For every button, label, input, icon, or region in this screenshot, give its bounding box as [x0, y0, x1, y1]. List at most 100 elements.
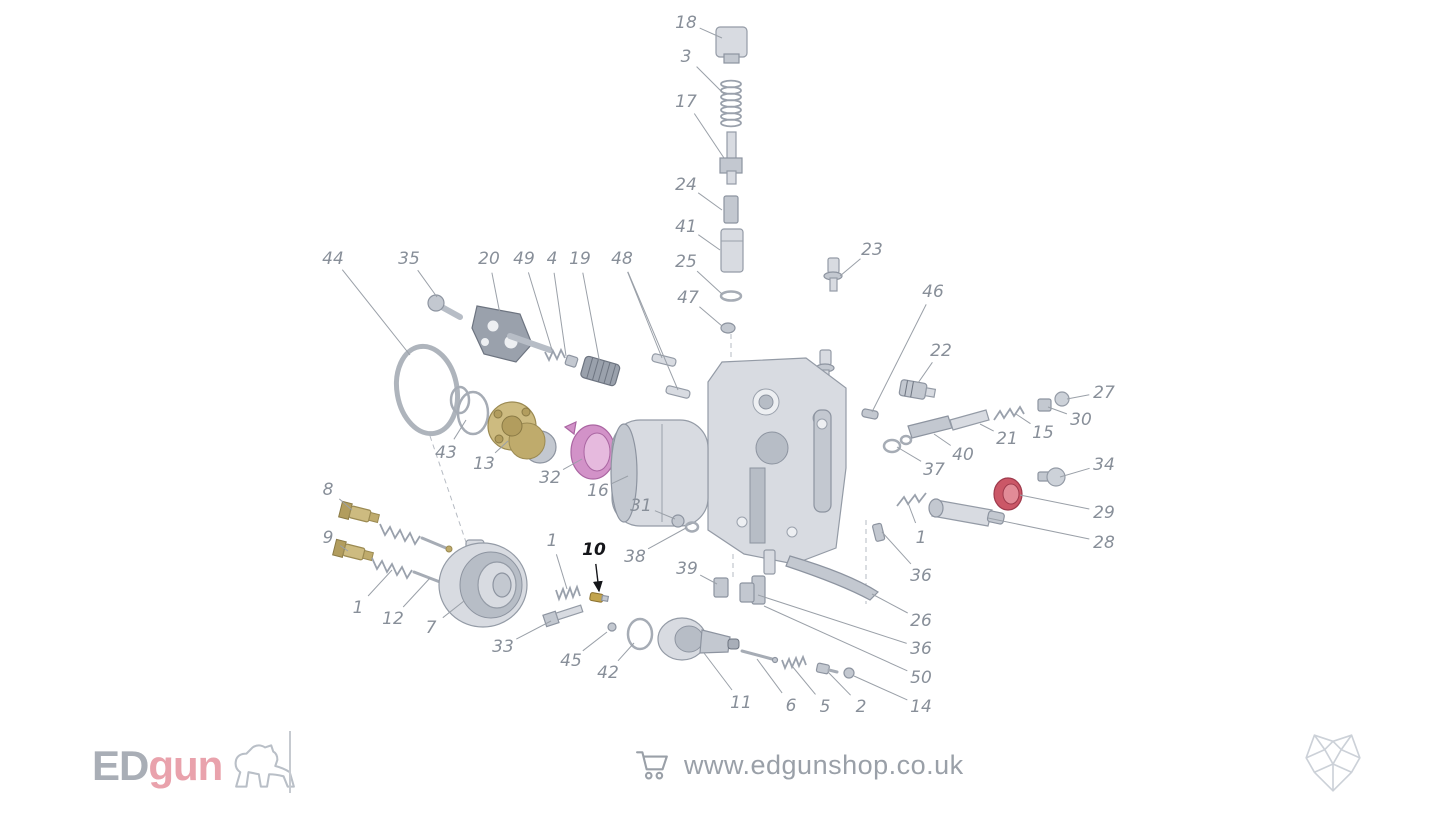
- part-number-label: 8: [323, 480, 334, 500]
- part-number-label: 48: [611, 249, 633, 269]
- leader-line: [340, 545, 349, 552]
- part-number-label: 40: [952, 445, 974, 465]
- part-number-label: 15: [1032, 423, 1054, 443]
- leader-line: [696, 270, 723, 295]
- leader-line: [417, 269, 438, 298]
- leader-line: [699, 27, 723, 39]
- part-number-label: 6: [786, 696, 797, 716]
- leader-line: [979, 423, 994, 432]
- leader-line: [917, 362, 933, 384]
- part-number-label: 19: [569, 249, 591, 269]
- leader-line: [562, 458, 583, 471]
- part-number-label: 5: [820, 697, 831, 717]
- part-number-label: 10: [582, 540, 606, 560]
- part-number-label: 14: [910, 697, 932, 717]
- part-valve-assembly-13: [487, 401, 557, 464]
- leader-line: [871, 304, 927, 413]
- part-bushing-4: [564, 354, 579, 368]
- part-ball-45: [607, 622, 617, 632]
- part-number-label: 16: [587, 481, 609, 501]
- leader-line: [933, 433, 951, 446]
- part-number-label: 21: [996, 429, 1018, 449]
- part-number-label: 1: [916, 528, 927, 548]
- cart-icon: [636, 751, 668, 780]
- leader-line: [756, 658, 783, 694]
- part-bolt-chain-right: [882, 391, 1070, 454]
- part-number-label: 49: [513, 249, 535, 269]
- part-number-label: 4: [547, 249, 558, 269]
- part-screw-31: [671, 514, 700, 533]
- leader-line: [553, 272, 567, 357]
- part-oring-44: [393, 343, 461, 437]
- part-ring-29: [993, 477, 1023, 511]
- part-number-label: 41: [675, 217, 697, 237]
- leader-line: [987, 517, 1090, 540]
- part-number-label: 30: [1070, 410, 1092, 430]
- part-valve-17: [719, 131, 743, 185]
- leader-line: [527, 272, 553, 351]
- leader-line: [627, 271, 663, 359]
- part-oring-25: [719, 290, 743, 302]
- part-fitting-22: [898, 379, 937, 400]
- construction-lines: [429, 334, 867, 604]
- part-screw-10: [589, 592, 610, 603]
- leader-line: [491, 272, 501, 315]
- part-seat-47: [720, 322, 736, 334]
- dog-mascot-icon: [234, 744, 296, 788]
- leader-line: [697, 192, 723, 211]
- part-rod-6: [740, 649, 779, 664]
- leader-line: [871, 593, 908, 614]
- part-number-label: 26: [910, 611, 932, 631]
- part-number-label: 38: [624, 547, 646, 567]
- leader-line: [703, 652, 733, 691]
- part-cylinder-16: [610, 419, 709, 527]
- part-number-label: 22: [930, 341, 952, 361]
- part-screw-2: [815, 662, 839, 675]
- part-spring-1-bottom: [555, 584, 581, 602]
- part-number-label: 1: [547, 531, 558, 551]
- part-receiver-block: [707, 357, 847, 565]
- part-pins-36-50: [751, 549, 776, 605]
- part-orings-43: [449, 385, 490, 436]
- leader-line: [693, 113, 725, 159]
- part-number-label: 32: [539, 468, 561, 488]
- leader-line: [853, 675, 908, 701]
- leader-line: [827, 671, 851, 696]
- part-pins-23: [815, 257, 843, 384]
- part-cap-18: [715, 26, 748, 64]
- exploded-parts-diagram: 1831724412547234644352049419482227301521…: [322, 13, 1115, 717]
- edgun-logo: EDgun: [92, 741, 298, 791]
- part-number-label: 43: [435, 443, 457, 463]
- part-number-label: 44: [322, 249, 344, 269]
- part-number-label: 20: [478, 249, 500, 269]
- leader-line: [907, 502, 917, 524]
- leader-line: [696, 66, 726, 96]
- leader-line: [592, 563, 603, 593]
- part-number-label: 47: [677, 288, 699, 308]
- leader-line: [402, 577, 431, 608]
- leader-line: [442, 600, 465, 619]
- leader-line: [699, 574, 718, 585]
- part-number-label: 50: [910, 668, 932, 688]
- part-number-label: 25: [675, 252, 697, 272]
- part-body-41: [720, 228, 744, 273]
- website-row: www.edgunshop.co.uk: [636, 749, 964, 781]
- leader-line: [698, 234, 721, 251]
- logo-text-gun: gun: [148, 742, 223, 789]
- part-number-label: 23: [861, 240, 883, 260]
- part-pin-36-right: [872, 522, 886, 542]
- leader-line: [1047, 406, 1068, 415]
- part-number-label: 2: [856, 697, 867, 717]
- part-number-label: 46: [922, 282, 944, 302]
- part-number-label: 37: [923, 460, 945, 480]
- part-number-label: 42: [597, 663, 619, 683]
- part-trigger-guard-26: [785, 555, 879, 601]
- part-number-label: 18: [675, 13, 697, 33]
- leader-line: [881, 531, 912, 565]
- leader-line: [617, 642, 635, 662]
- part-bolt-11: [657, 617, 740, 661]
- website-url: www.edgunshop.co.uk: [684, 749, 964, 780]
- part-ball-14: [843, 667, 855, 679]
- leader-line: [341, 269, 411, 356]
